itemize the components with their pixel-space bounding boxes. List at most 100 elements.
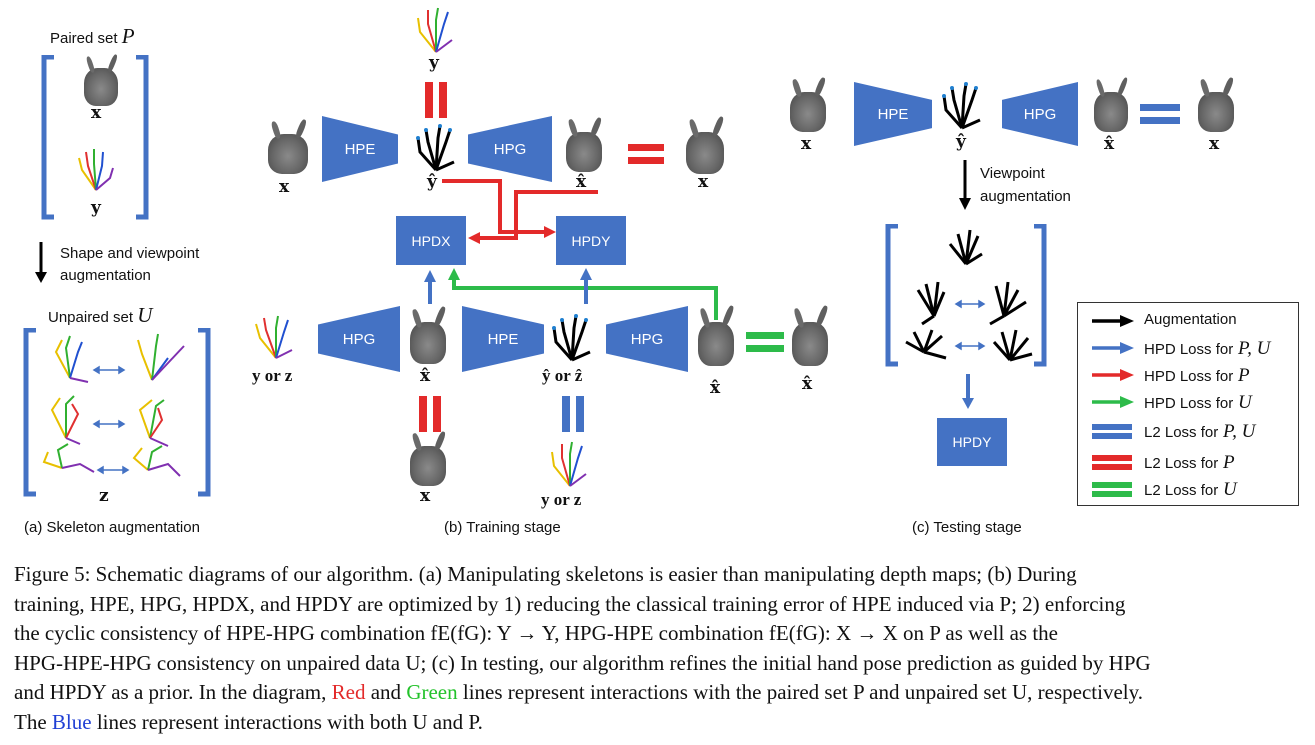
legend-text: HPD Loss for [1144,395,1234,412]
xhat-label: x̂ [576,172,587,192]
legend-equals-icon [1092,424,1132,439]
legend-arrow-icon [1092,369,1134,381]
depth-map-image [790,92,826,132]
unpaired-set-label: Unpaired set U [48,303,152,328]
legend-item: L2 Loss for U [1078,477,1298,501]
caption-text: and HPDY as a prior. In the diagram, [14,680,327,704]
legend-arrow-icon [1092,342,1134,354]
augmentation-line-1: Shape and viewpoint [60,245,200,262]
depth-map-image [1094,92,1128,132]
y-or-z-text: y or z [541,490,582,509]
hpg-generator: HPG [318,306,400,372]
shape-viewpoint-augmentation-text: Shape and viewpoint augmentation [60,243,199,287]
panel-a-caption: (a) Skeleton augmentation [24,519,200,536]
legend-item: L2 Loss for P, U [1078,419,1298,443]
paired-set-text: Paired set [50,30,118,47]
hand-skeleton-image [255,315,293,359]
y-label: y [91,198,101,218]
hpg-label: HPG [342,330,376,348]
augmentation-line-2: augmentation [60,267,151,284]
legend-text: L2 Loss for [1144,455,1219,472]
hand-skeleton-image [416,124,455,172]
caption-text: The [14,709,47,734]
depth-map-image [566,132,602,172]
caption-text: and [370,680,402,704]
xhat-label: x̂ [1104,134,1115,154]
caption-text: lines represent interactions with both U… [96,709,483,734]
legend-text: HPD Loss for [1144,341,1234,358]
legend-symbol: P, U [1233,338,1271,359]
caption-line-3: the cyclic consistency of HPE-HPG combin… [14,621,1058,645]
depth-map-image [410,322,446,364]
unpaired-set-text: Unpaired set [48,309,134,326]
hpe-label: HPE [877,105,909,123]
depth-map-image [1198,92,1234,132]
paired-set-label: Paired set P [50,24,135,49]
hpe-encoder: HPE [854,82,932,146]
augmentation-line-1: Viewpoint [980,165,1045,182]
hand-skeleton-image [552,314,591,362]
unpaired-set-bracket [23,328,211,497]
caption-line-5: and HPDY as a prior. In the diagram, Red… [14,678,1302,708]
depth-map-image [698,322,734,366]
hand-skeleton-image [78,149,114,191]
legend-symbol: P [1233,365,1250,386]
legend-item: HPD Loss for U [1078,390,1298,414]
legend-item-label: L2 Loss for P, U [1144,421,1255,443]
depth-map-image [410,446,446,486]
caption-line-2: training, HPE, HPG, HPDX, and HPDY are o… [14,591,1126,616]
x-label: x [801,134,812,154]
x-label: x [91,103,102,123]
xhat-label: x̂ [710,378,721,398]
legend-item-label: L2 Loss for U [1144,479,1237,501]
blue-hpd-loss-arrow [962,374,974,409]
hpdy-label: HPDY [571,232,611,249]
hpg-label: HPG [1023,105,1057,123]
hpdx-discriminator: HPDX [396,216,466,265]
yhat-or-zhat-label: ŷ or ẑ [542,366,582,386]
caption-green-word: Green [406,680,458,704]
viewpoint-augmentation-text: Viewpoint augmentation [980,162,1071,208]
augmented-skeletons-bracket [885,224,1047,367]
x-label: x [698,172,709,192]
hpe-label: HPE [487,330,519,348]
x-label: x [1209,134,1220,154]
y-or-z-label: y or z [252,366,292,386]
hpg-generator: HPG [1002,82,1078,146]
legend-text: L2 Loss for [1144,424,1219,441]
caption-text: lines represent interactions with the pa… [462,680,1144,704]
green-l2-loss-equals [746,332,784,352]
hpe-label: HPE [344,140,376,158]
x-label: x [279,177,290,197]
caption-line-6: The Blue lines represent interactions wi… [14,708,1302,738]
red-l2-loss-equals [419,396,441,432]
z-label: z [99,486,109,506]
yhat-label: ŷ [427,172,437,192]
legend-item-label: HPD Loss for P [1144,365,1250,387]
augmentation-line-2: augmentation [980,188,1071,205]
hand-skeleton-image [417,7,453,53]
caption-red-word: Red [331,680,366,704]
hpg-label: HPG [630,330,664,348]
legend-text: HPD Loss for [1144,368,1234,385]
blue-l2-loss-equals [562,396,584,432]
legend-item-label: L2 Loss for P [1144,452,1235,474]
loss-arrows [424,179,718,320]
legend-text: Augmentation [1144,311,1237,328]
legend-item: L2 Loss for P [1078,450,1298,474]
red-l2-loss-equals [628,144,664,164]
legend-item-label: HPD Loss for P, U [1144,338,1270,360]
panel-c-caption: (c) Testing stage [912,519,1022,536]
augmentation-arrow [35,242,47,283]
legend-item: HPD Loss for P [1078,363,1298,387]
legend-item-label: HPD Loss for U [1144,392,1252,414]
panel-b-caption: (b) Training stage [444,519,561,536]
y-label: y [429,53,439,73]
red-l2-loss-equals [425,82,447,118]
yhat-or-zhat-text: ŷ or ẑ [542,366,583,385]
hpdy-label: HPDY [952,434,992,450]
legend-text: L2 Loss for [1144,482,1219,499]
y-or-z-text: y or z [252,366,293,385]
legend-arrow-icon [1092,396,1134,408]
